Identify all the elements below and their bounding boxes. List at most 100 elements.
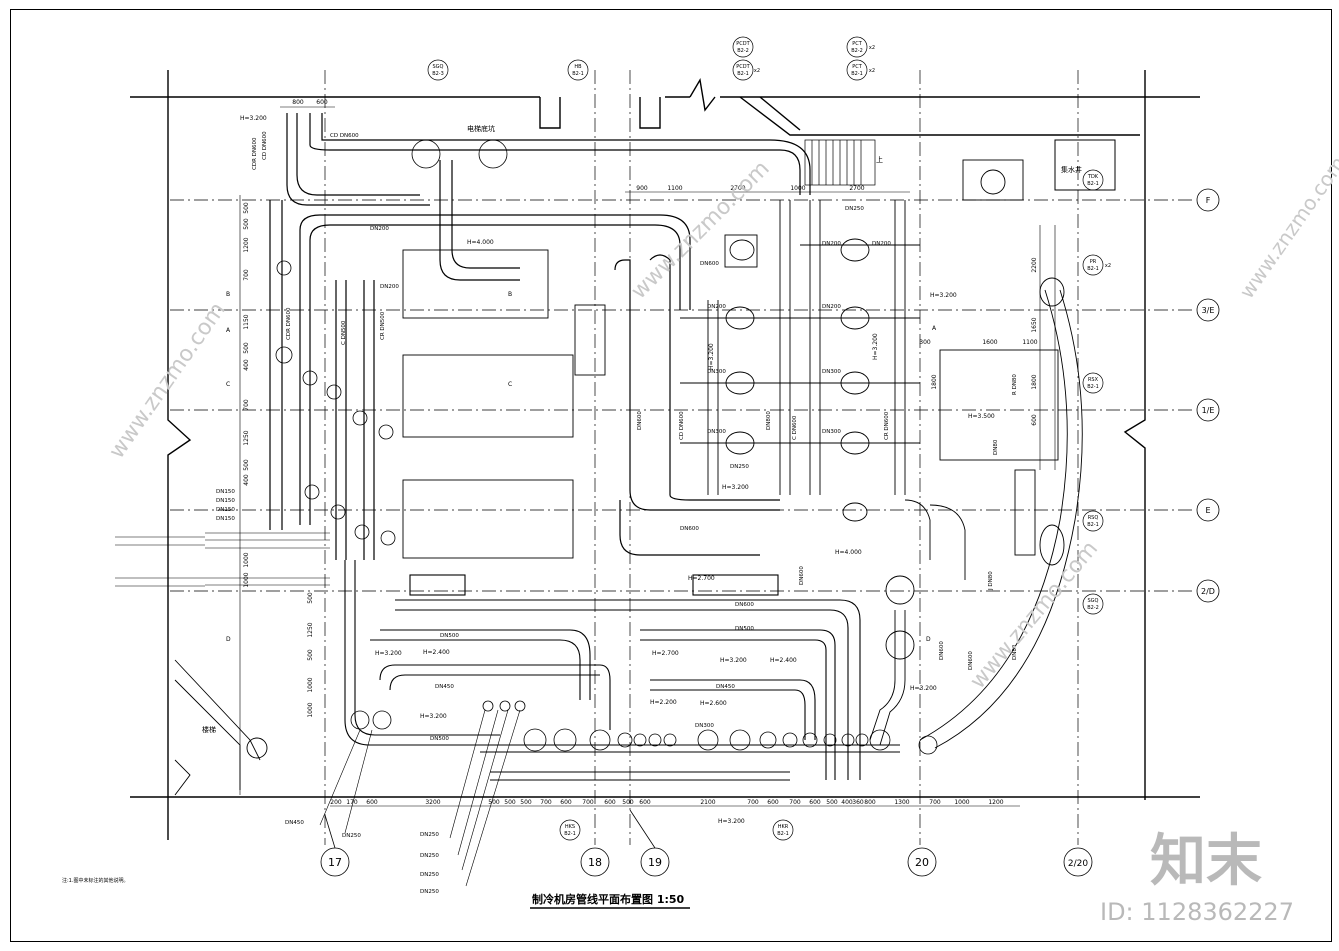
pipe-label: DN600 bbox=[735, 602, 754, 608]
dim-text: 600 bbox=[604, 799, 616, 806]
dim-text: 2700 bbox=[849, 185, 864, 192]
dim-text: 700 bbox=[582, 799, 594, 806]
tag-text: B2-1 bbox=[564, 831, 576, 837]
sump-label: 集水井 bbox=[1061, 165, 1082, 174]
pipe-label: DN200 bbox=[872, 241, 891, 247]
pipe-central bbox=[614, 254, 780, 556]
dims-bottom: 200 170 600 3200 500 500 500 700 600 700… bbox=[330, 799, 1004, 806]
dim-text: 400 bbox=[841, 799, 853, 806]
pipe-label: CD DN600 bbox=[262, 131, 268, 160]
tag-text: B2-1 bbox=[851, 71, 863, 77]
elevation-label: H=3.500 bbox=[968, 413, 995, 420]
dim-text: 500 bbox=[622, 799, 634, 806]
pipe-lower-bands bbox=[344, 560, 900, 781]
pipe-label: DN250 bbox=[730, 464, 749, 470]
grid-bubbles bbox=[320, 188, 1220, 877]
elevation-label: H=3.200 bbox=[718, 818, 745, 825]
pipe-label: DN200 bbox=[370, 226, 389, 232]
watermark-brand: 知末 bbox=[1150, 829, 1262, 894]
pipe-label: DN200 bbox=[822, 241, 841, 247]
dim-text: 1000 bbox=[307, 702, 314, 717]
dim-text: 500 bbox=[243, 459, 250, 471]
grid-label: 1/E bbox=[1202, 406, 1215, 415]
pipe-label: DN300 bbox=[695, 723, 714, 729]
section-mark: C bbox=[226, 381, 230, 388]
tag-text: PCT bbox=[852, 41, 863, 47]
pipe-label: DN150 bbox=[216, 507, 235, 513]
dim-text: 700 bbox=[243, 269, 250, 281]
watermark-site: www.znzmo.com bbox=[965, 536, 1103, 693]
section-mark: A bbox=[226, 327, 231, 334]
elevation-label: H=3.200 bbox=[708, 343, 715, 370]
elevation-label: H=3.200 bbox=[240, 115, 267, 122]
tag-text: B2-2 bbox=[1087, 605, 1099, 611]
dim-text: 1000 bbox=[243, 572, 250, 587]
dim-text: 170 bbox=[346, 799, 358, 806]
pump-array bbox=[680, 200, 920, 522]
pipe-label: DN250 bbox=[342, 833, 361, 839]
dim-text: 1800 bbox=[931, 374, 938, 389]
pipe-label: DN500 bbox=[440, 633, 459, 639]
pipe-label: CDR DN600 bbox=[286, 307, 292, 340]
section-mark: B bbox=[508, 291, 512, 298]
pipe-label: DN300 bbox=[707, 429, 726, 435]
stair bbox=[804, 139, 876, 186]
tag-text: PCDT bbox=[736, 41, 750, 47]
dim-text: 600 bbox=[809, 799, 821, 806]
drawing-title: 制冷机房管线平面布置图 1:50 bbox=[532, 892, 685, 906]
grid-labels-right: F 3/E 1/E E 2/D bbox=[1201, 196, 1215, 596]
dim-text: 1200 bbox=[243, 237, 250, 252]
pipe-label: C DN500 bbox=[341, 320, 347, 345]
ramp bbox=[174, 659, 268, 796]
tag-text: RSX bbox=[1088, 377, 1099, 383]
pipe-left-vertical bbox=[269, 200, 375, 560]
pipe-label: DN500 bbox=[430, 736, 449, 742]
dim-text: 1200 bbox=[988, 799, 1003, 806]
pipe-label: DN450 bbox=[285, 820, 304, 826]
tag-text: PCDT bbox=[736, 64, 750, 70]
valve-left bbox=[275, 139, 508, 546]
dim-text: 1000 bbox=[954, 799, 969, 806]
dim-text: 500 bbox=[243, 342, 250, 354]
section-mark: D bbox=[926, 636, 931, 643]
dim-text: 700 bbox=[540, 799, 552, 806]
pipe-label: DN150 bbox=[216, 489, 235, 495]
dims-right-mid: 2200 1650 1800 1800 600 1600 1100 300 bbox=[919, 257, 1038, 426]
tag-text: SGQ bbox=[1088, 598, 1099, 604]
tag-text: B2-1 bbox=[572, 71, 584, 77]
right-equipment bbox=[869, 159, 1083, 749]
dim-lines bbox=[239, 106, 1056, 807]
grid-label: 3/E bbox=[1202, 306, 1215, 315]
tag-text: B2-1 bbox=[1087, 181, 1099, 187]
stair-up-label: 上 bbox=[876, 155, 883, 164]
pipe-label: CDR DN600 bbox=[252, 137, 258, 170]
dim-text: 600 bbox=[316, 99, 328, 106]
drawing-frame bbox=[10, 9, 1332, 942]
dim-text: 400 bbox=[243, 359, 250, 371]
tag-text: B2-1 bbox=[1087, 384, 1099, 390]
tag-text: B2-3 bbox=[432, 71, 444, 77]
watermark-id: ID: 1128362227 bbox=[1100, 898, 1294, 926]
elevation-label: H=2.400 bbox=[770, 657, 797, 664]
pipe-label: J DN80 bbox=[988, 571, 994, 591]
dim-text: 1000 bbox=[307, 677, 314, 692]
tag-mult: x2 bbox=[1105, 263, 1111, 269]
pipe-label: DN150 bbox=[216, 516, 235, 522]
pipe-label: DN300 bbox=[707, 369, 726, 375]
elevation-label: H=2.400 bbox=[423, 649, 450, 656]
elevation-label: H=3.200 bbox=[375, 650, 402, 657]
dim-text: 200 bbox=[330, 799, 342, 806]
pipe-label: DN600 bbox=[637, 411, 643, 430]
pipe-label: CR DN500 bbox=[380, 311, 386, 340]
elevation-label: H=4.000 bbox=[467, 239, 494, 246]
elevation-label: H=3.200 bbox=[420, 713, 447, 720]
dim-text: 300 bbox=[919, 339, 931, 346]
leader-lines bbox=[115, 532, 521, 887]
grid-labels-bottom: 17 18 19 20 2/20 bbox=[328, 856, 1088, 869]
tag-text: RSQ bbox=[1088, 515, 1099, 521]
dims-top: 800 600 900 1100 2700 1000 2700 bbox=[292, 99, 865, 192]
elevation-labels: H=3.200 H=4.000 H=3.200 H=3.200 H=3.500 … bbox=[240, 115, 995, 825]
